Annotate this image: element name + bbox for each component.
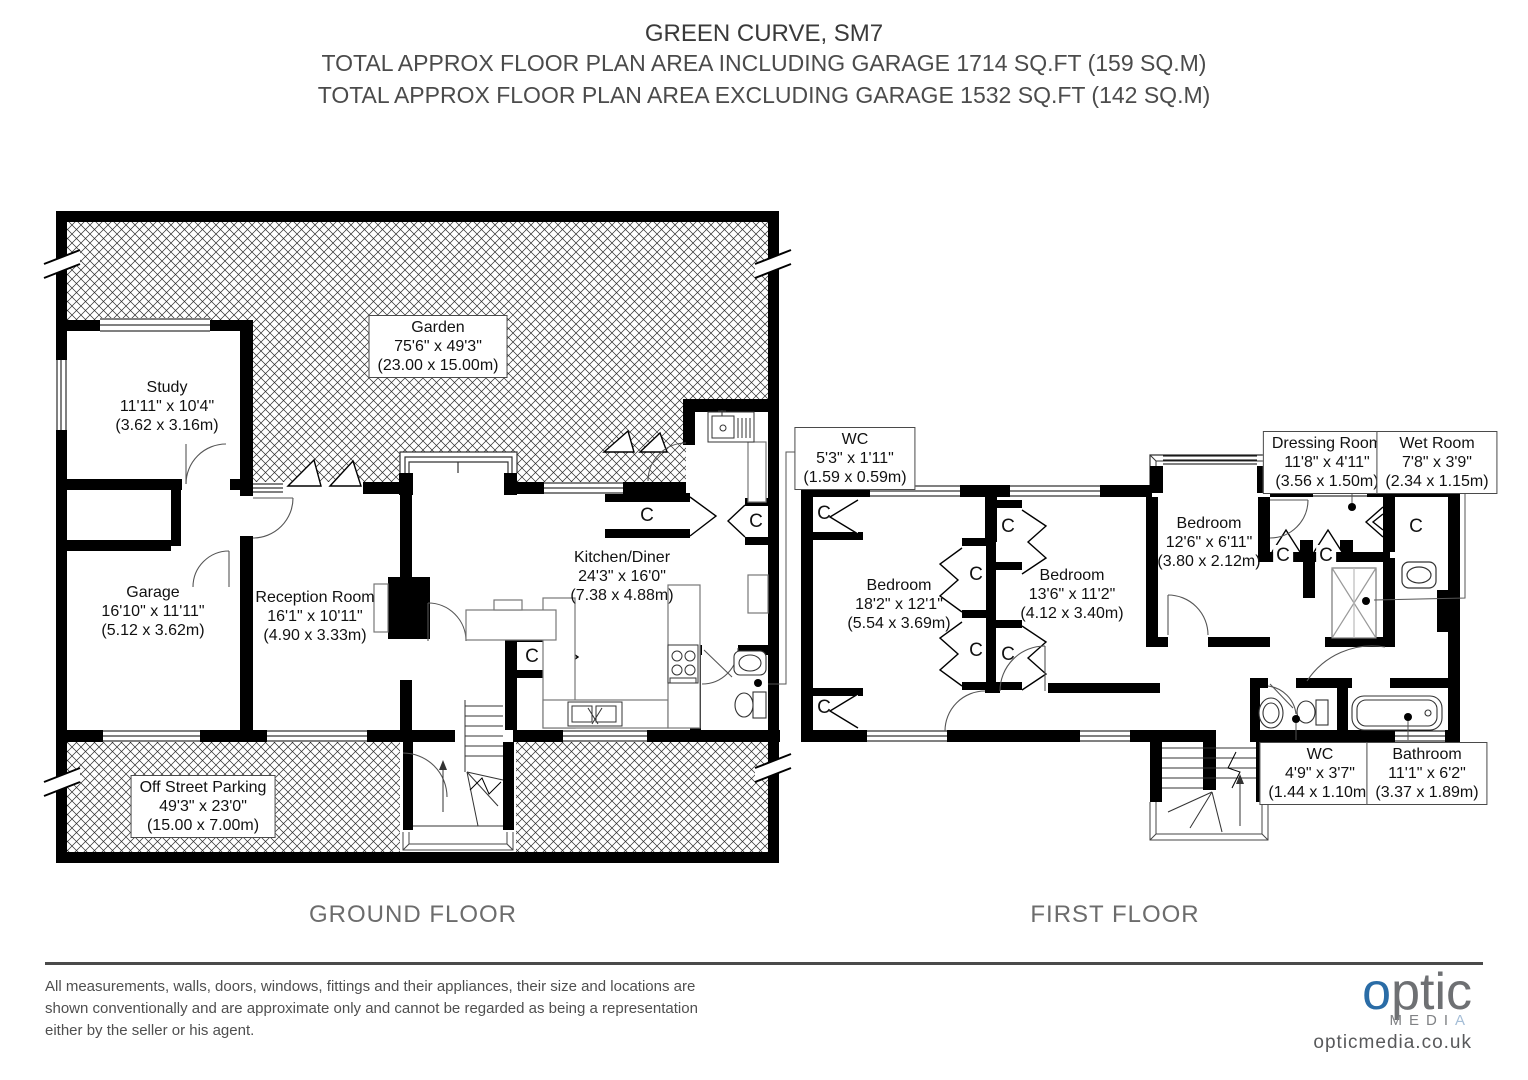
bedroom2-label: Bedroom 13'6" x 11'2" (4.12 x 3.40m) — [1020, 567, 1124, 622]
cupboard-dressing-right: C — [1316, 545, 1336, 567]
french-door-symbols — [286, 429, 669, 487]
study-label: Study 11'11" x 10'4" (3.62 x 3.16m) — [115, 379, 219, 434]
footer-divider — [45, 962, 1483, 965]
reception-label: Reception Room 16'1" x 10'11" (4.90 x 3.… — [255, 589, 375, 644]
wall-break-marks — [43, 249, 792, 797]
kitchen-label: Kitchen/Diner 24'3" x 16'0" (7.38 x 4.88… — [570, 549, 674, 604]
cupboard-kitchen-top: C — [640, 505, 654, 526]
disclaimer-line-2: shown conventionally and are approximate… — [45, 1000, 698, 1017]
ground-floor-stairs — [402, 700, 514, 851]
first-floor-leaders — [1292, 478, 1466, 740]
disclaimer-line-1: All measurements, walls, doors, windows,… — [45, 978, 696, 995]
first-floor-stairs — [1149, 747, 1269, 841]
wet-room-label: Wet Room 7'8" x 3'9" (2.34 x 1.15m) — [1376, 431, 1498, 494]
ground-floor-plan — [43, 211, 806, 863]
cupboard-kitchen-right: C — [749, 511, 763, 532]
bedroom1-label: Bedroom 18'2" x 12'1" (5.54 x 3.69m) — [847, 577, 951, 632]
bay-window — [1149, 454, 1271, 493]
total-area-excluding-garage: TOTAL APPROX FLOOR PLAN AREA EXCLUDING G… — [317, 82, 1211, 108]
logo-website: opticmedia.co.uk — [1313, 1032, 1472, 1053]
disclaimer-line-3: either by the seller or his agent. — [45, 1022, 255, 1039]
first-floor-title: FIRST FLOOR — [1030, 901, 1200, 928]
kitchen-fixtures — [373, 410, 769, 729]
disclaimer-text: All measurements, walls, doors, windows,… — [45, 976, 698, 1042]
logo-ptic: ptic — [1391, 963, 1472, 1021]
ground-floor-title: GROUND FLOOR — [308, 901, 518, 928]
bedroom3-label: Bedroom 12'6" x 6'11" (3.80 x 2.12m) — [1157, 515, 1261, 570]
total-area-including-garage: TOTAL APPROX FLOOR PLAN AREA INCLUDING G… — [321, 50, 1207, 76]
cupboard-bedroom2-lower: C — [1001, 644, 1015, 665]
garden-label: Garden 75'6" x 49'3" (23.00 x 15.00m) — [368, 315, 508, 378]
cupboard-bedroom1-bottomleft: C — [817, 697, 831, 718]
optic-media-logo: optic MEDIA opticmedia.co.uk — [1313, 966, 1472, 1054]
cupboard-kitchen-island: C — [525, 646, 539, 667]
ground-wc-label: WC 5'3" x 1'11" (1.59 x 0.59m) — [794, 427, 916, 490]
logo-media-prefix: MEDI — [1389, 1012, 1455, 1029]
cupboard-wet-room: C — [1409, 516, 1423, 537]
cupboard-bedroom2-upper: C — [1001, 516, 1015, 537]
dressing-room-label: Dressing Room 11'8" x 4'11" (3.56 x 1.50… — [1262, 431, 1392, 494]
ground-floor-interior-walls — [56, 320, 779, 830]
parking-label: Off Street Parking 49'3" x 23'0" (15.00 … — [130, 775, 276, 838]
ground-floor-windows — [56, 318, 647, 742]
garage-label: Garage 16'10" x 11'11" (5.12 x 3.62m) — [101, 584, 205, 639]
bathroom-label: Bathroom 11'1" x 6'2" (3.37 x 1.89m) — [1366, 742, 1488, 805]
first-floor-doors — [944, 499, 1386, 732]
logo-media-text: MEDIA — [1313, 1012, 1472, 1029]
first-wc-label: WC 4'9" x 3'7" (1.44 x 1.10m) — [1259, 742, 1381, 805]
patio-door — [399, 451, 518, 473]
logo-o: o — [1362, 963, 1392, 1021]
logo-media-accent: A — [1454, 1012, 1472, 1029]
cupboard-dressing-left: C — [1273, 545, 1293, 567]
bathroom-fixtures — [1258, 695, 1443, 731]
stair-opening — [1216, 730, 1250, 742]
cupboard-bedroom1-topleft: C — [817, 503, 831, 524]
ground-wc-fixtures — [733, 650, 767, 719]
cupboard-bedroom1-lower: C — [969, 640, 983, 661]
page-title: GREEN CURVE, SM7 — [644, 20, 884, 47]
cupboard-bedroom1-upper: C — [969, 564, 983, 585]
logo-wordmark: optic — [1313, 966, 1472, 1018]
ground-floor-doors — [185, 442, 739, 798]
